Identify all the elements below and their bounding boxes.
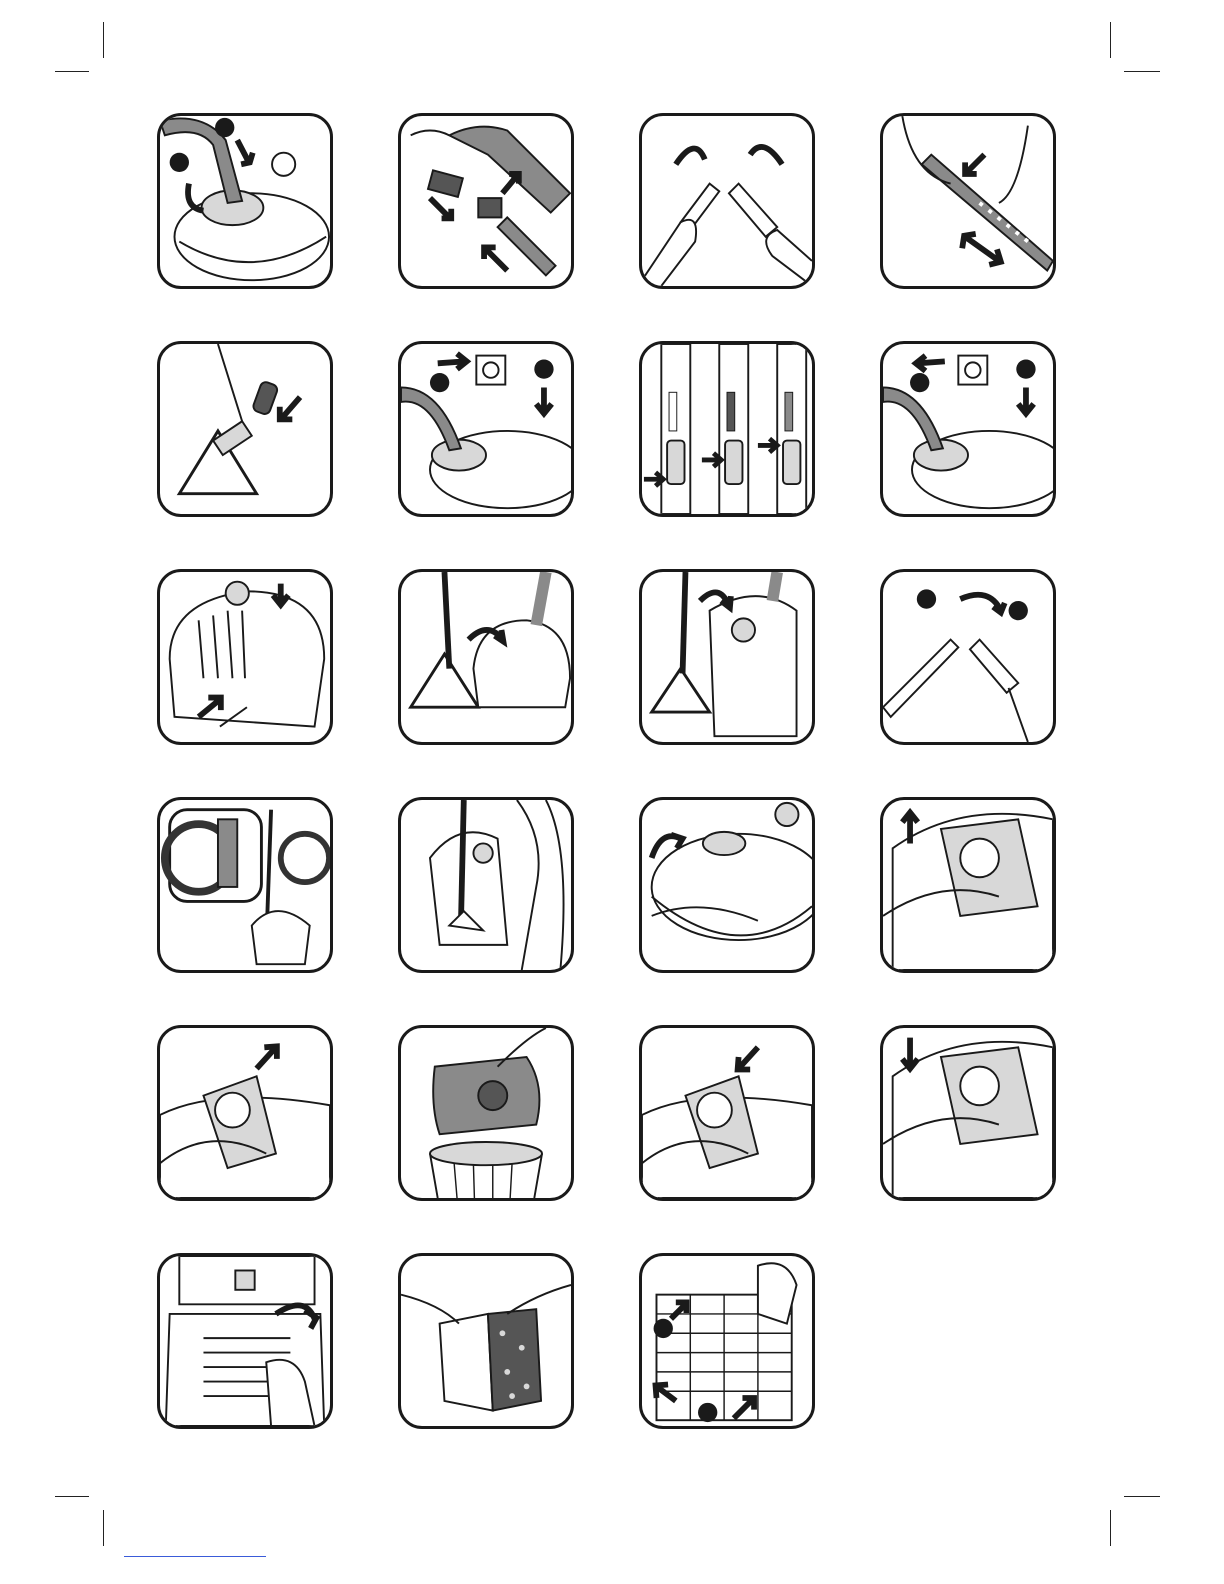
panel-accessories [398, 113, 574, 289]
telescopic-tube-icon [883, 116, 1053, 286]
panel-storage-position [639, 569, 815, 745]
panel-refit-bag-holder [880, 1025, 1056, 1201]
panel-carry [398, 797, 574, 973]
crop-mark [55, 1496, 89, 1497]
accessories-icon [401, 116, 571, 286]
tube-connect-icon [642, 116, 812, 286]
panel-power-slider [639, 341, 815, 517]
insert-bag-icon [642, 1028, 812, 1198]
crop-mark [55, 71, 89, 72]
crop-mark [1124, 71, 1160, 72]
panel-filter-clean [398, 1253, 574, 1429]
crop-mark [1110, 1510, 1111, 1546]
parking-position-icon [401, 572, 571, 742]
storage-clip-icon [160, 800, 330, 970]
panel-open-lid [639, 797, 815, 973]
crop-mark [103, 22, 104, 58]
crop-mark [1124, 1496, 1160, 1497]
panel-cord-rewind [157, 569, 333, 745]
crop-mark [103, 1510, 104, 1546]
remove-bag-holder-icon [883, 800, 1053, 970]
footer-rule [124, 1556, 266, 1557]
panel-remove-bag-holder [880, 797, 1056, 973]
crop-mark [1110, 22, 1111, 58]
plug-in-icon [401, 344, 571, 514]
panel-insert-bag [639, 1025, 815, 1201]
carry-icon [401, 800, 571, 970]
panel-floor-nozzle [157, 341, 333, 517]
panel-hose-connect [157, 113, 333, 289]
panel-unplug [880, 341, 1056, 517]
floor-nozzle-icon [160, 344, 330, 514]
filter-clean-icon [401, 1256, 571, 1426]
panel-storage-clip [157, 797, 333, 973]
dispose-bag-icon [401, 1028, 571, 1198]
storage-position-icon [642, 572, 812, 742]
panel-filter-grid [639, 1253, 815, 1429]
filter-open-icon [160, 1256, 330, 1426]
hose-connect-icon [160, 116, 330, 286]
power-slider-icon [642, 344, 812, 514]
panel-remove-bag [157, 1025, 333, 1201]
cord-rewind-icon [160, 572, 330, 742]
panel-plug-in [398, 341, 574, 517]
filter-grid-icon [642, 1256, 812, 1426]
open-lid-icon [642, 800, 812, 970]
panel-telescopic-tube [880, 113, 1056, 289]
refit-bag-holder-icon [883, 1028, 1053, 1198]
remove-bag-icon [160, 1028, 330, 1198]
unplug-icon [883, 344, 1053, 514]
tube-disconnect-icon [883, 572, 1053, 742]
panel-tube-disconnect [880, 569, 1056, 745]
panel-parking-position [398, 569, 574, 745]
panel-filter-open [157, 1253, 333, 1429]
panel-dispose-bag [398, 1025, 574, 1201]
panel-tube-connect [639, 113, 815, 289]
